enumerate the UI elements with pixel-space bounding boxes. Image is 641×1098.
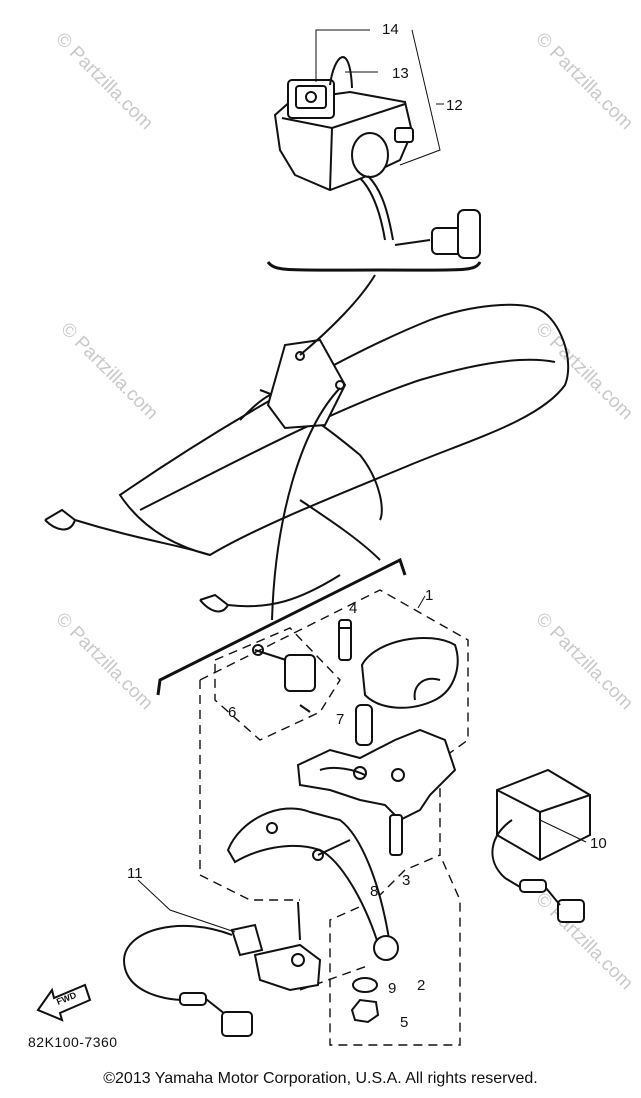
switch-housing-detail <box>266 29 482 272</box>
callout-8: 8 <box>370 883 378 900</box>
callout-14: 14 <box>382 21 399 38</box>
snowmobile-outline <box>44 274 570 696</box>
callout-1: 1 <box>425 587 433 604</box>
callout-7: 7 <box>336 711 344 728</box>
callout-11: 11 <box>127 865 143 882</box>
throttle-sensor-part-11 <box>122 879 322 1037</box>
relay-part-10 <box>491 768 591 923</box>
callout-12: 12 <box>446 97 463 114</box>
watermark: © Partzilla.com <box>531 319 636 424</box>
callout-9: 9 <box>388 980 396 997</box>
callout-13: 13 <box>392 65 409 82</box>
callout-4: 4 <box>349 600 357 617</box>
watermark: © Partzilla.com <box>56 319 161 424</box>
callout-3: 3 <box>402 872 410 889</box>
callout-10: 10 <box>590 835 607 852</box>
diagram-code: 82K100-7360 <box>28 1034 118 1050</box>
callout-5: 5 <box>400 1014 408 1031</box>
watermark: © Partzilla.com <box>51 609 156 714</box>
callout-6: 6 <box>228 704 236 721</box>
throttle-assembly-box <box>199 589 469 1046</box>
copyright-notice: ©2013 Yamaha Motor Corporation, U.S.A. A… <box>103 1070 538 1087</box>
lever-cover <box>360 637 459 709</box>
fwd-arrow-icon: FWD <box>36 983 92 1022</box>
washer-and-nut <box>350 977 380 1024</box>
lever-bracket <box>296 728 457 822</box>
bolt-and-collar <box>338 619 373 746</box>
brake-lever <box>226 807 399 961</box>
watermark: © Partzilla.com <box>531 29 636 134</box>
part-6-box <box>214 627 341 741</box>
callout-2: 2 <box>417 977 425 994</box>
watermark: © Partzilla.com <box>531 609 636 714</box>
small-hardware <box>312 814 403 861</box>
watermark: © Partzilla.com <box>51 29 156 134</box>
